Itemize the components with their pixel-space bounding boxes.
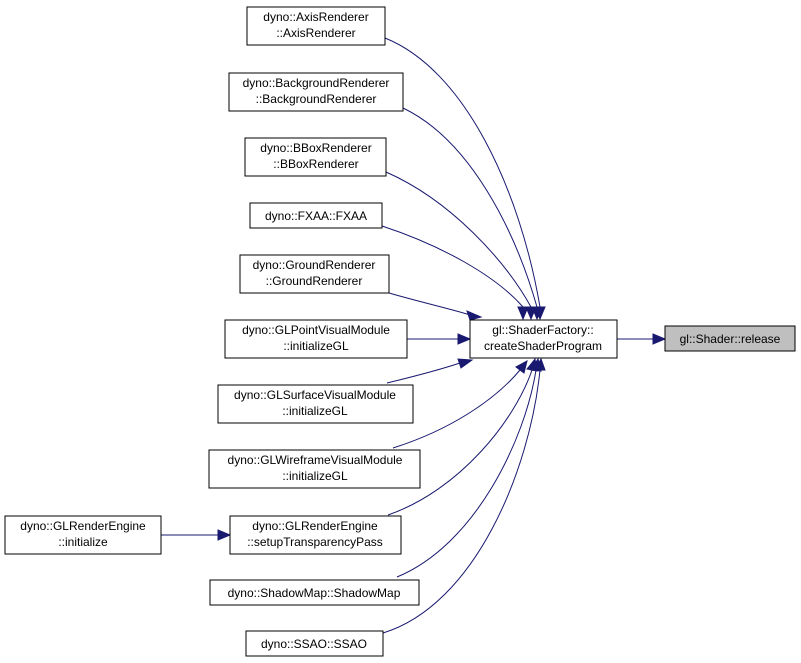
edge-bbox-to-factory [385,171,537,321]
node-label-line: dyno::GLRenderEngine [252,519,378,533]
node-fxaa[interactable]: dyno::FXAA::FXAA [249,202,383,229]
node-label-line: dyno::FXAA::FXAA [265,209,367,223]
node-label-line: gl::Shader::release [680,332,781,346]
node-label-line: ::GroundRenderer [266,274,363,288]
edge-ground-to-factory [388,292,483,321]
node-label-line: ::BackgroundRenderer [256,92,377,106]
edge-factory-to-release [617,333,667,345]
node-label-line: ::initializeGL [282,404,348,418]
edge-setup-to-factory [387,357,538,516]
node-ground-renderer[interactable]: dyno::GroundRenderer ::GroundRenderer [239,254,390,294]
node-background-renderer[interactable]: dyno::BackgroundRenderer ::BackgroundRen… [228,72,404,112]
node-label-line: ::initializeGL [283,339,349,353]
node-bbox-renderer[interactable]: dyno::BBoxRenderer ::BBoxRenderer [244,137,387,177]
node-ssao[interactable]: dyno::SSAO::SSAO [245,630,384,657]
edge-ssao-to-factory [382,357,546,634]
node-label-line: ::initializeGL [282,469,348,483]
node-glsurface-visual-module[interactable]: dyno::GLSurfaceVisualModule ::initialize… [217,384,414,424]
node-shader-release[interactable]: gl::Shader::release [664,325,796,352]
node-label-line: dyno::AxisRenderer [263,10,368,24]
node-glwireframe-visual-module[interactable]: dyno::GLWireframeVisualModule ::initiali… [208,449,421,489]
edge-glwireframe-to-factory [392,360,528,449]
edge-glpoint-to-factory [407,333,472,345]
node-glrenderengine-initialize[interactable]: dyno::GLRenderEngine ::initialize [4,515,162,555]
node-label-line: dyno::BackgroundRenderer [243,76,390,90]
node-label-line: dyno::GLRenderEngine [20,519,146,533]
node-label-line: gl::ShaderFactory:: [492,323,593,337]
node-glpoint-visual-module[interactable]: dyno::GLPointVisualModule ::initializeGL [224,319,408,359]
node-label-line: dyno::SSAO::SSAO [261,637,367,651]
node-label-line: dyno::ShadowMap::ShadowMap [228,586,401,600]
node-label-line: dyno::GroundRenderer [253,258,376,272]
node-label-line: ::initialize [58,535,108,549]
node-shadowmap[interactable]: dyno::ShadowMap::ShadowMap [209,579,420,606]
node-label-line: dyno::GLPointVisualModule [242,323,390,337]
edge-background-to-factory [402,107,543,321]
node-glrenderengine-setup-transparency-pass[interactable]: dyno::GLRenderEngine ::setupTransparency… [229,515,402,555]
node-label-line: ::BBoxRenderer [273,157,358,171]
edge-glsurface-to-factory [386,358,474,384]
edge-init-to-setup [161,529,232,541]
node-label-line: createShaderProgram [484,339,602,353]
node-label-line: dyno::GLSurfaceVisualModule [234,388,396,402]
edge-fxaa-to-factory [381,225,529,321]
edges [161,37,667,634]
node-label-line: ::AxisRenderer [276,26,355,40]
node-label-line: dyno::GLWireframeVisualModule [228,453,403,467]
node-label-line: ::setupTransparencyPass [247,535,383,549]
edge-axis-to-factory [384,37,546,321]
node-label-line: dyno::BBoxRenderer [260,141,371,155]
node-axis-renderer[interactable]: dyno::AxisRenderer ::AxisRenderer [246,6,386,46]
node-shader-factory-create-shader-program[interactable]: gl::ShaderFactory:: createShaderProgram [469,319,618,359]
